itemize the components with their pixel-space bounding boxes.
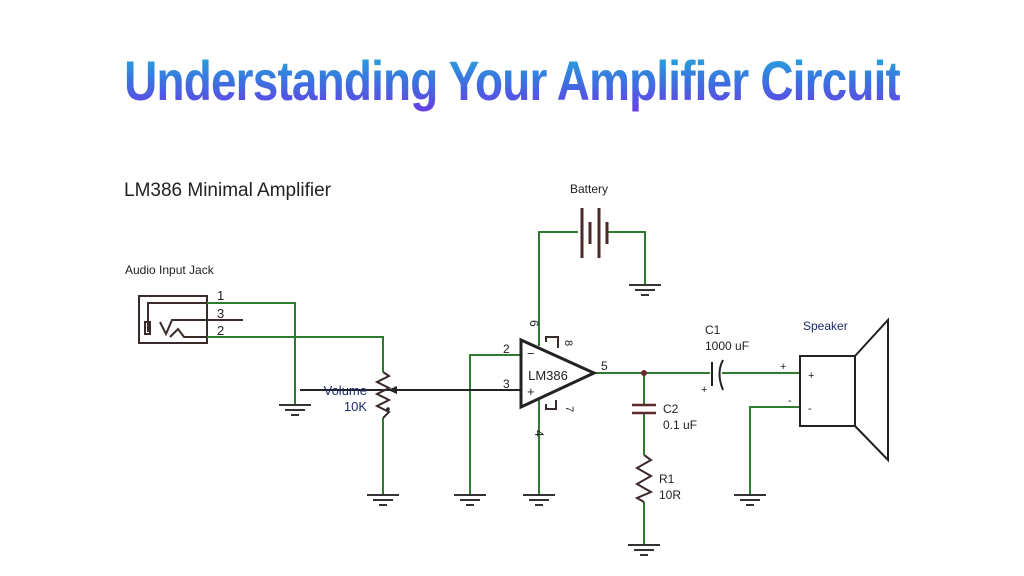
ic-pin-8: 8 [562, 340, 574, 346]
c1-name: C1 [705, 323, 721, 337]
page-title: Understanding Your Amplifier Circuit [0, 48, 1024, 113]
r1-name: R1 [659, 472, 675, 486]
c2-name: C2 [663, 402, 679, 416]
c1-value: 1000 uF [705, 339, 749, 353]
c2-value: 0.1 uF [663, 418, 697, 432]
ic-pin-7: 7 [563, 406, 575, 412]
audio-input-jack: Audio Input Jack 1 3 2 [125, 263, 243, 344]
ground-icon [522, 494, 556, 506]
ground-icon [628, 284, 662, 296]
jack-label: Audio Input Jack [125, 263, 215, 277]
ground-icon [627, 544, 661, 556]
battery: Battery [570, 182, 609, 258]
svg-text:-: - [788, 395, 792, 407]
ic-pin-6: 6 [527, 320, 541, 327]
ground-icon [453, 494, 487, 506]
ic-pin-4: 4 [532, 430, 546, 437]
junction-dot [641, 370, 647, 376]
ic-label: LM386 [528, 368, 568, 383]
diagram-heading: LM386 Minimal Amplifier [124, 180, 332, 201]
jack-pin-3: 3 [217, 306, 224, 321]
svg-text:+: + [780, 361, 786, 373]
wires [207, 231, 800, 545]
r1-value: 10R [659, 488, 681, 502]
volume-label: Volume [324, 383, 367, 398]
speaker: Speaker + - + - [780, 317, 889, 463]
ground-icon [733, 494, 767, 506]
ic-pin-5: 5 [601, 359, 608, 373]
svg-text:+: + [701, 384, 707, 396]
jack-pin-1: 1 [217, 288, 224, 303]
speaker-minus: - [808, 403, 812, 415]
battery-label: Battery [570, 182, 608, 196]
ic-plus: + [527, 384, 535, 399]
ic-pin-3: 3 [503, 377, 510, 391]
volume-potentiometer: Volume 10K [324, 371, 397, 419]
speaker-plus: + [808, 370, 814, 382]
title-text: Understanding Your Amplifier Circuit [124, 49, 901, 112]
speaker-label: Speaker [803, 319, 848, 333]
capacitor-c1: + C1 1000 uF [701, 323, 749, 396]
volume-value: 10K [344, 399, 367, 414]
ground-icon [366, 494, 400, 506]
jack-pin-2: 2 [217, 323, 224, 338]
capacitor-c2: C2 0.1 uF [632, 402, 697, 432]
ic-minus: − [527, 346, 535, 361]
resistor-r1: R1 10R [634, 454, 681, 503]
lm386-amplifier: LM386 − + 2 3 4 5 6 7 8 [503, 320, 608, 437]
ground-icon [278, 404, 312, 416]
ic-pin-2: 2 [503, 342, 510, 356]
